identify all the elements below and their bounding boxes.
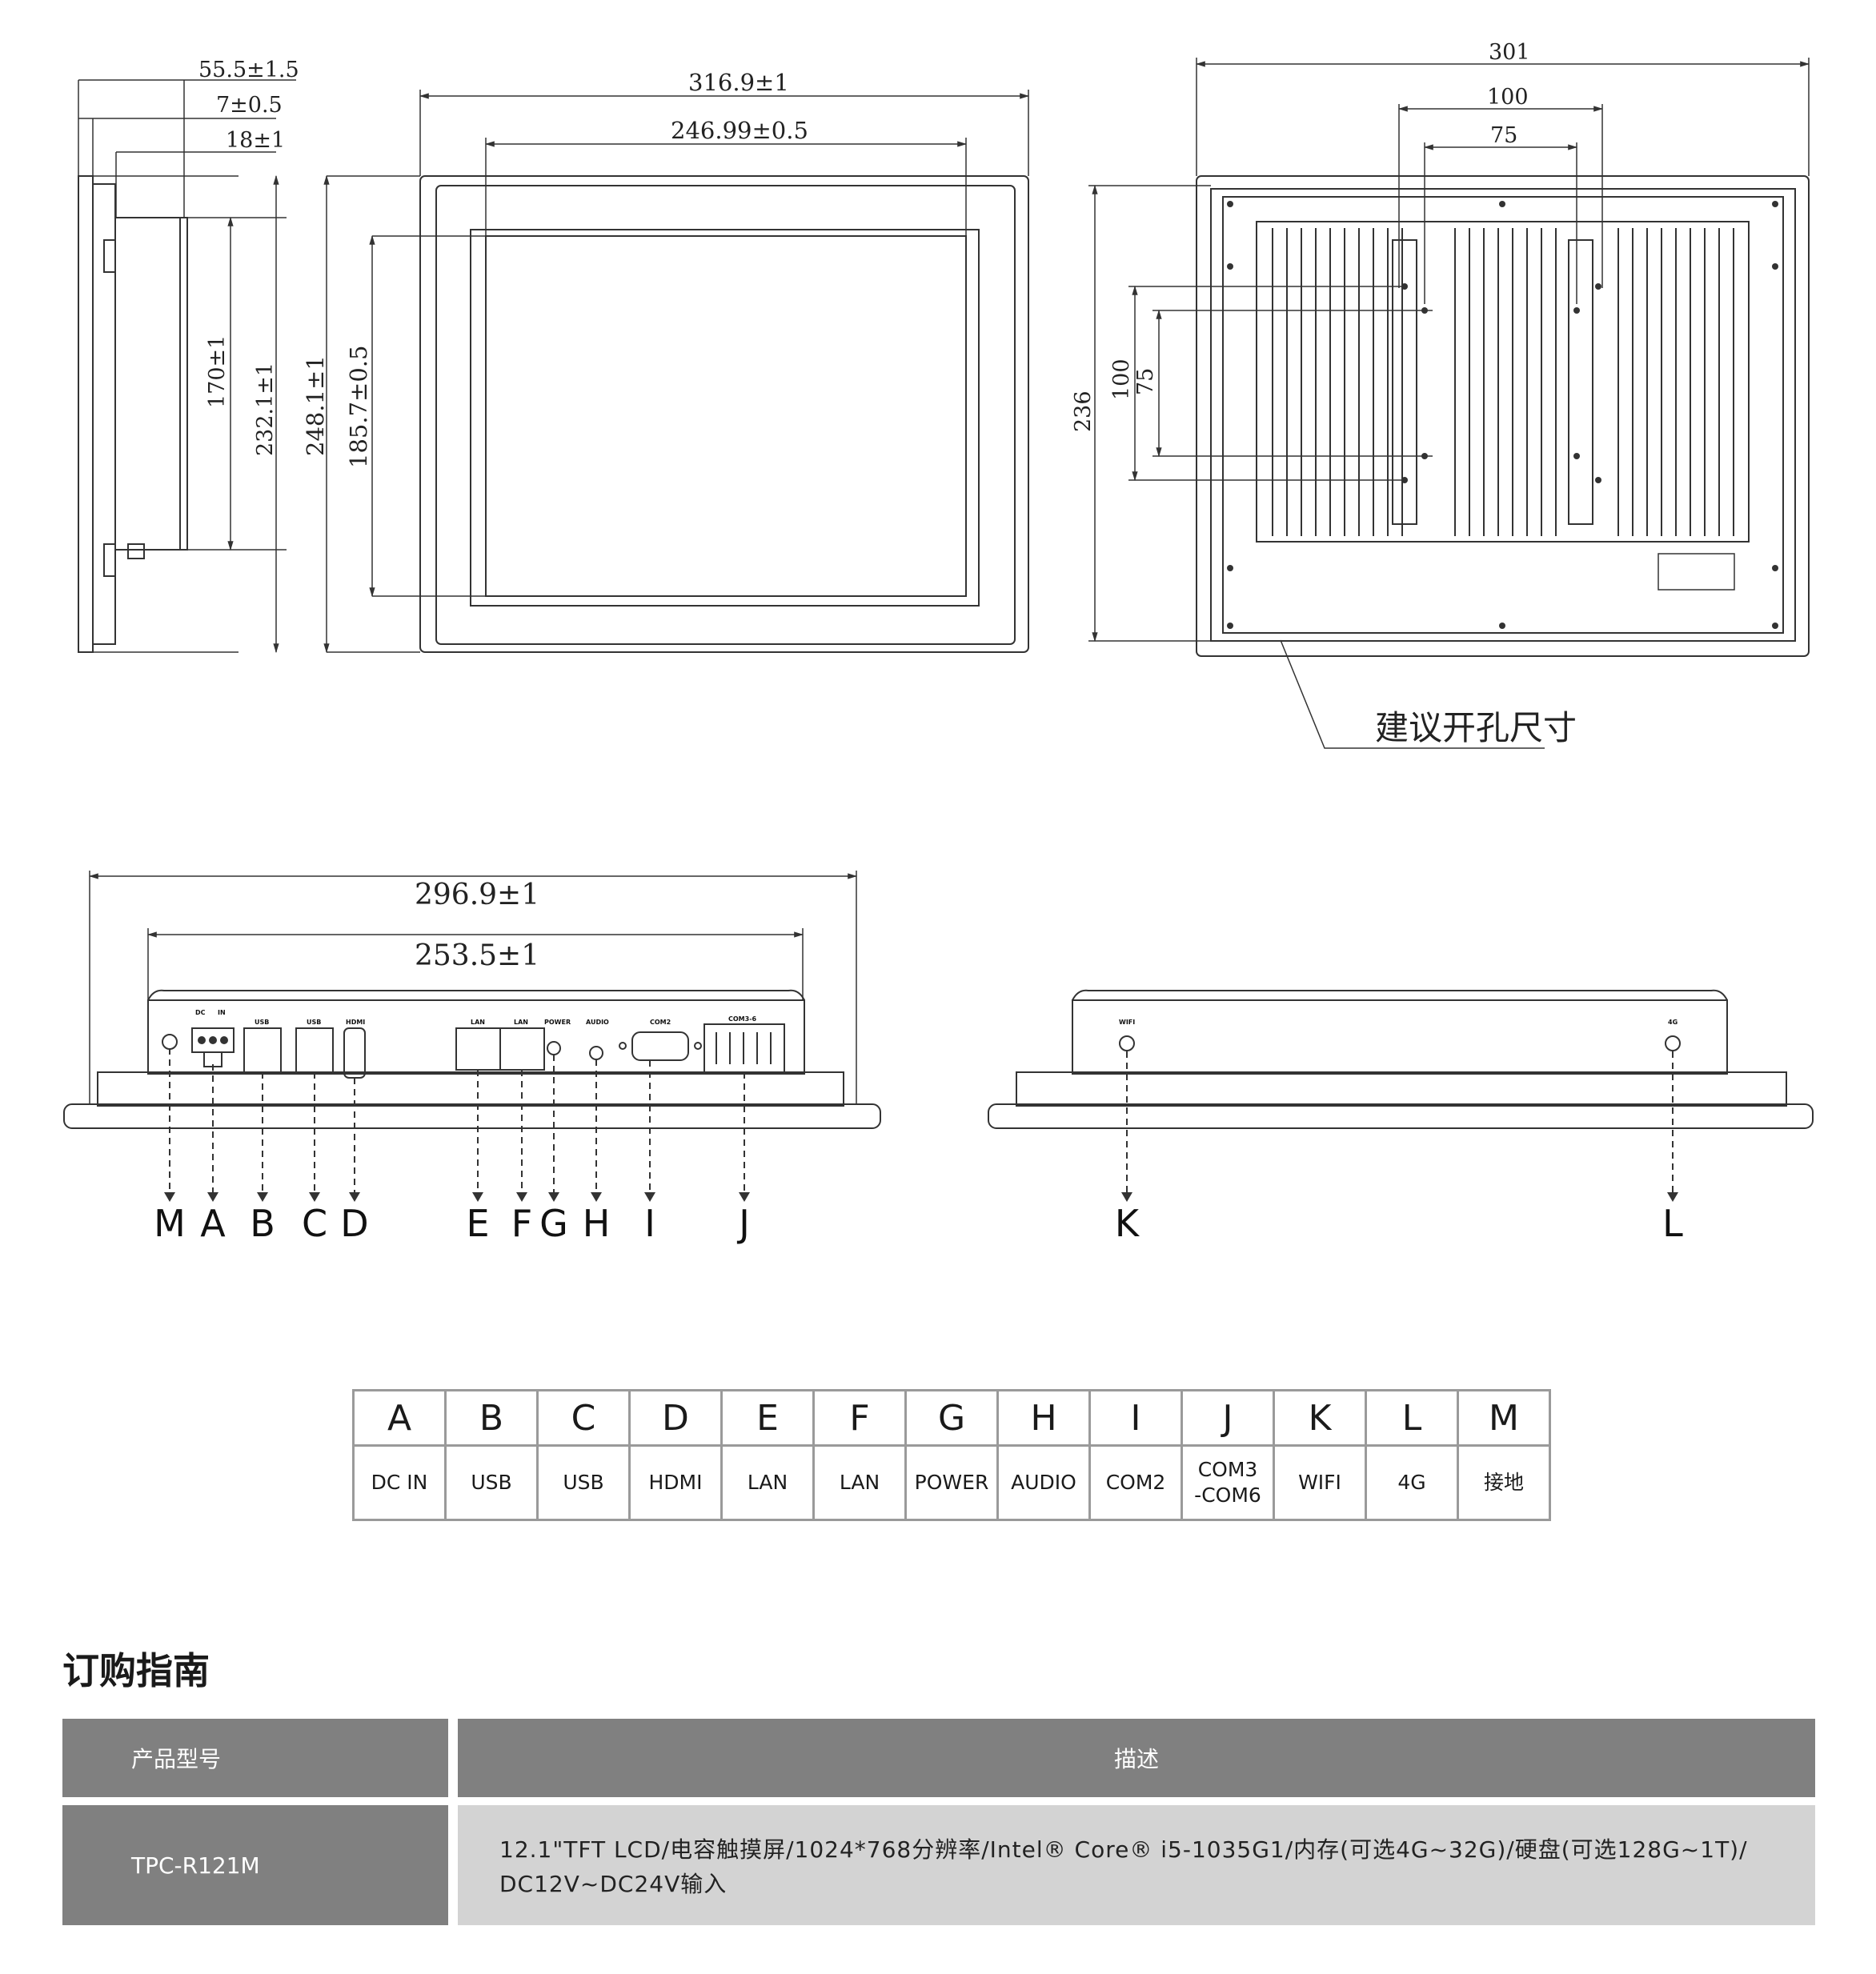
label-hdmi: HDMI <box>346 1019 365 1026</box>
dim-front-screen-width: 246.99±0.5 <box>671 117 808 144</box>
dim-back-100: 100 <box>1487 85 1529 110</box>
callout-lines-right <box>1126 1051 1674 1192</box>
port-name: 接地 <box>1457 1444 1551 1521</box>
label-usb-1: USB <box>255 1019 269 1026</box>
callout-m: M <box>154 1202 186 1245</box>
callout-f: F <box>511 1202 532 1245</box>
callout-a: A <box>200 1202 226 1245</box>
dim-back-75: 75 <box>1490 123 1517 148</box>
dim-front-screen-height: 185.7±0.5 <box>345 346 372 468</box>
port-name: 4G <box>1365 1444 1459 1521</box>
dim-front-height: 248.1±1 <box>302 355 329 456</box>
label-dc: DC <box>195 1009 206 1016</box>
label-audio: AUDIO <box>586 1019 609 1026</box>
dim-back-v75: 75 <box>1133 368 1158 395</box>
label-in: IN <box>218 1009 226 1016</box>
port-letter: H <box>996 1389 1091 1447</box>
ports-name-row: DC IN USB USB HDMI LAN LAN POWER AUDIO C… <box>352 1444 1551 1521</box>
port-letter: F <box>812 1389 907 1447</box>
dim-side-bezel: 7±0.5 <box>216 93 283 118</box>
side-view <box>78 79 330 654</box>
callout-arrowheads-right <box>1121 1192 1678 1202</box>
callout-i: I <box>644 1202 655 1245</box>
port-letter: A <box>352 1389 447 1447</box>
dim-side-front: 18±1 <box>226 128 285 153</box>
dim-back-width: 301 <box>1489 40 1530 65</box>
port-name: USB <box>536 1444 631 1521</box>
description-cell: 12.1"TFT LCD/电容触摸屏/1024*768分辨率/Intel® Co… <box>458 1805 1815 1925</box>
port-name: HDMI <box>628 1444 723 1521</box>
port-letter: J <box>1181 1389 1275 1447</box>
dim-side-170: 170±1 <box>205 335 230 408</box>
port-name: USB <box>444 1444 539 1521</box>
port-name: POWER <box>904 1444 999 1521</box>
ports-letter-row: A B C D E F G H I J K L M <box>352 1389 1551 1447</box>
callout-lines-left <box>169 1048 745 1192</box>
dim-back-height: 236 <box>1071 390 1096 432</box>
label-com2: COM2 <box>650 1019 671 1026</box>
label-power: POWER <box>544 1019 571 1026</box>
dim-front-width: 316.9±1 <box>688 69 789 96</box>
callout-l: L <box>1662 1202 1683 1245</box>
bottom-io-view <box>63 871 881 1129</box>
port-name: LAN <box>720 1444 815 1521</box>
port-name: COM3 -COM6 <box>1181 1444 1275 1521</box>
port-name: AUDIO <box>996 1444 1091 1521</box>
description-line-2: DC12V~DC24V输入 <box>499 1871 728 1898</box>
port-letter: B <box>444 1389 539 1447</box>
ordering-row: TPC-R121M 12.1"TFT LCD/电容触摸屏/1024*768分辨率… <box>62 1805 1815 1925</box>
callout-d: D <box>340 1202 368 1245</box>
ports-legend-table: A B C D E F G H I J K L M DC IN USB USB … <box>352 1389 1551 1521</box>
callout-e: E <box>466 1202 489 1245</box>
callout-g: G <box>539 1202 568 1245</box>
description-line-1: 12.1"TFT LCD/电容触摸屏/1024*768分辨率/Intel® Co… <box>499 1836 1748 1863</box>
port-letter: I <box>1088 1389 1183 1447</box>
port-name: WIFI <box>1273 1444 1367 1521</box>
callout-h: H <box>583 1202 611 1245</box>
front-view <box>327 90 1030 653</box>
dim-side-232: 232.1±1 <box>253 362 278 456</box>
port-letter: C <box>536 1389 631 1447</box>
label-lan-1: LAN <box>471 1019 485 1026</box>
callout-arrowheads-left <box>164 1192 750 1202</box>
callout-k: K <box>1115 1202 1140 1245</box>
callout-b: B <box>250 1202 275 1245</box>
back-screw-holes <box>1227 201 1778 629</box>
port-name: LAN <box>812 1444 907 1521</box>
cutout-note: 建议开孔尺寸 <box>1375 708 1577 747</box>
label-wifi: WIFI <box>1119 1019 1135 1026</box>
port-letter: D <box>628 1389 723 1447</box>
port-name: DC IN <box>352 1444 447 1521</box>
port-letter: M <box>1457 1389 1551 1447</box>
label-4g: 4G <box>1668 1019 1678 1026</box>
port-letter: L <box>1365 1389 1459 1447</box>
technical-drawing: 55.5±1.5 7±0.5 18±1 170±1 232.1±1 316.9±… <box>63 40 1814 1245</box>
label-usb-2: USB <box>307 1019 321 1026</box>
dim-back-v100: 100 <box>1109 358 1134 400</box>
callout-c: C <box>302 1202 327 1245</box>
port-letter: G <box>904 1389 999 1447</box>
dim-bottom-width-1: 296.9±1 <box>415 879 539 911</box>
port-name: COM2 <box>1088 1444 1183 1521</box>
label-lan-2: LAN <box>514 1019 528 1026</box>
col-desc-header: 描述 <box>458 1719 1815 1797</box>
label-com3-6: COM3-6 <box>728 1015 757 1023</box>
dim-bottom-width-2: 253.5±1 <box>415 939 539 972</box>
ordering-title: 订购指南 <box>62 1649 210 1692</box>
side-antenna-view <box>988 989 1814 1129</box>
port-letter: E <box>720 1389 815 1447</box>
model-cell: TPC-R121M <box>62 1805 448 1925</box>
ordering-table: 产品型号 描述 TPC-R121M 12.1"TFT LCD/电容触摸屏/102… <box>62 1719 1815 1925</box>
dim-side-total: 55.5±1.5 <box>198 58 299 82</box>
port-letter: K <box>1273 1389 1367 1447</box>
bottom-port-pins <box>198 1036 228 1044</box>
callout-j: J <box>736 1202 750 1245</box>
col-model-header: 产品型号 <box>62 1719 448 1797</box>
back-view <box>1088 58 1810 749</box>
ordering-header-row: 产品型号 描述 <box>62 1719 1815 1797</box>
